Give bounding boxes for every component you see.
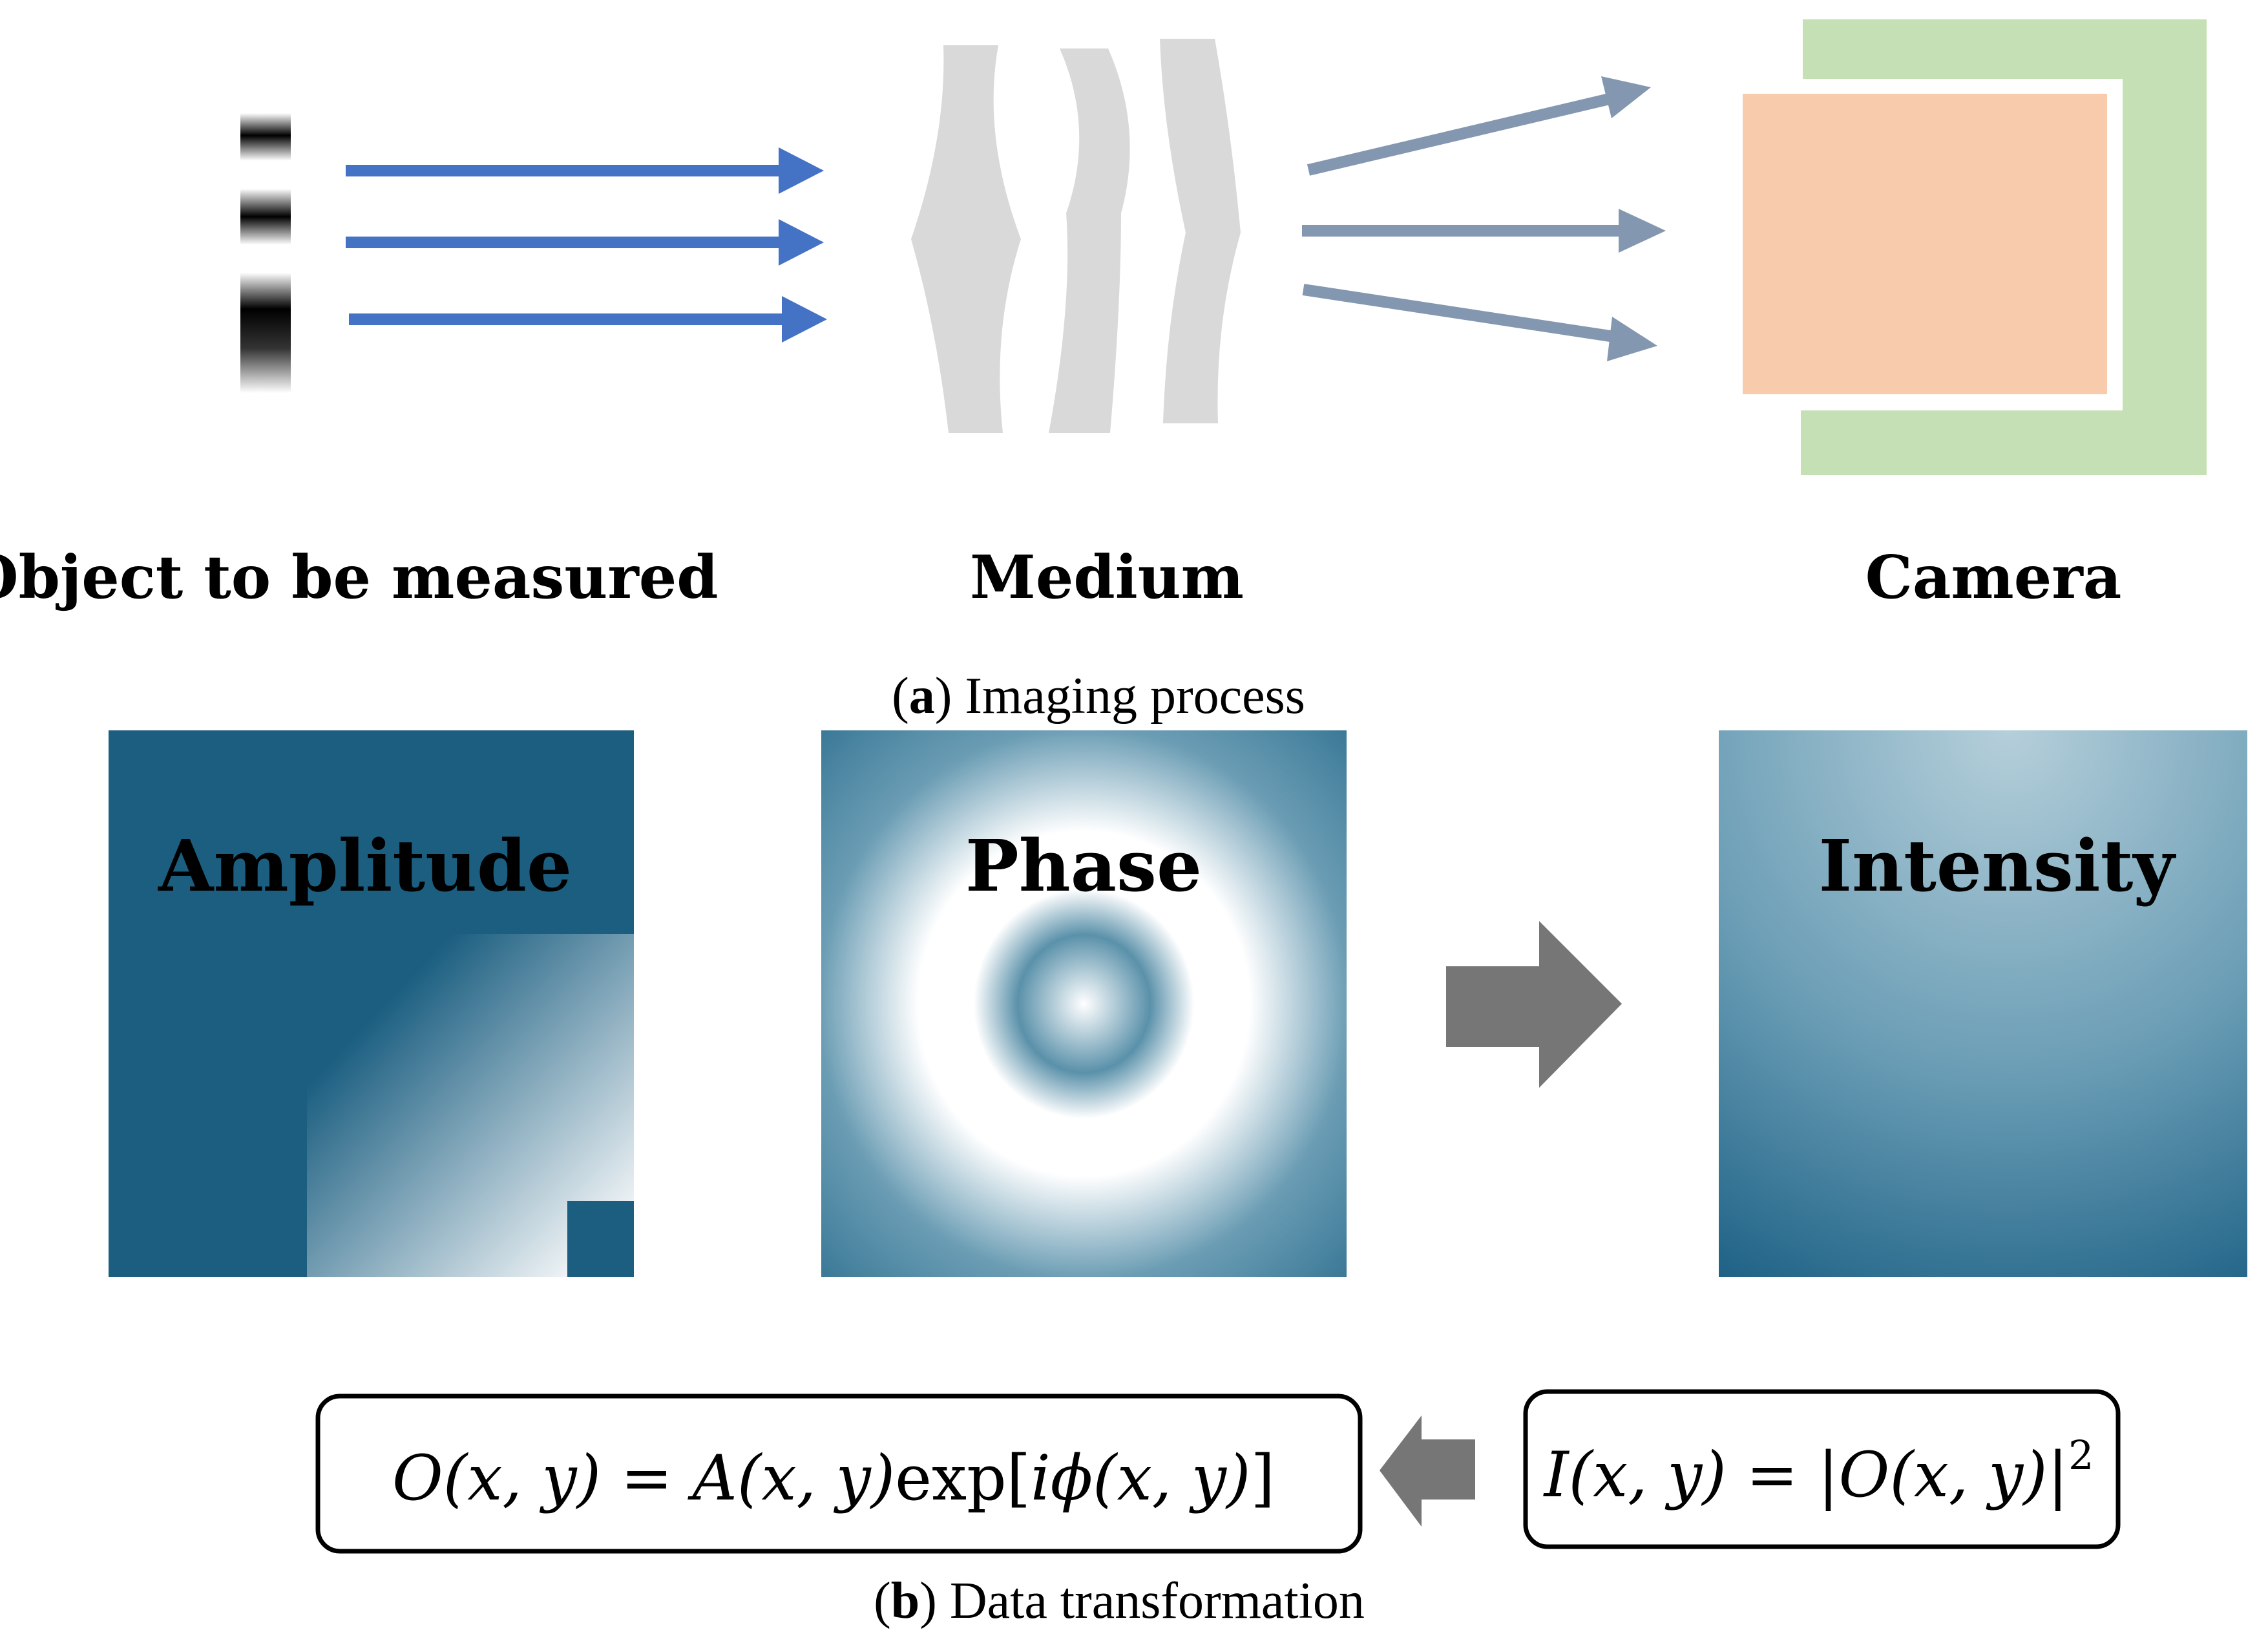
medium-label: Medium: [970, 542, 1244, 612]
scattered-arrow-head-mid: [1619, 209, 1666, 253]
amplitude-map: Amplitude: [109, 730, 634, 1277]
scattered-arrow-head-down: [1607, 317, 1657, 361]
amplitude-label: Amplitude: [158, 824, 572, 907]
camera-body: [1801, 19, 2207, 475]
intensity-label: Intensity: [1819, 824, 2177, 907]
forward-transform-arrow: [1446, 921, 1622, 1088]
caption-b: (b) Data transformation: [874, 1573, 1365, 1629]
caption-a: (a) Imaging process: [892, 668, 1305, 725]
incident-arrow-head-2: [779, 219, 824, 266]
intensity-map: Intensity: [1719, 730, 2247, 1277]
intensity-formula: I(x, y) = |O(x, y)|2: [1523, 1389, 2121, 1549]
incident-light-arrows: [346, 147, 827, 343]
scattered-arrow-head-up: [1601, 76, 1651, 118]
panel-b: Amplitude Phase Intensity O(x, y) = A(x,…: [109, 730, 2247, 1629]
scattered-light-arrows: [1302, 76, 1666, 361]
object-formula-text: O(x, y) = A(x, y)exp[iϕ(x, y)]: [392, 1442, 1275, 1514]
camera-sensor: [1743, 94, 2107, 394]
camera-label: Camera: [1865, 542, 2122, 612]
incident-arrow-shaft-1: [346, 165, 792, 176]
medium-slab-1: [911, 45, 1021, 433]
object-field-formula: O(x, y) = A(x, y)exp[iϕ(x, y)]: [315, 1394, 1363, 1554]
medium-slab-2: [1049, 48, 1130, 433]
medium-slab-3: [1160, 39, 1241, 423]
phase-label: Phase: [965, 824, 1202, 907]
object-grating: [240, 113, 291, 393]
object-label: Object to be measured: [0, 542, 719, 612]
incident-arrow-head-1: [779, 147, 824, 194]
intensity-formula-box: [1523, 1389, 2121, 1549]
phase-background: [821, 730, 1347, 1277]
inverse-transform-arrow: [1380, 1415, 1475, 1527]
panel-a: Object to be measured Medium Camera (a) …: [0, 19, 2207, 725]
scattered-arrow-shaft-down: [1302, 284, 1620, 343]
phase-map: Phase: [821, 730, 1347, 1277]
incident-arrow-shaft-3: [349, 313, 795, 325]
caption-a-letter: a: [909, 668, 935, 725]
caption-a-text: Imaging process: [952, 668, 1305, 725]
scattered-arrow-shaft-up: [1307, 92, 1614, 176]
scattering-medium: [911, 39, 1241, 433]
caption-b-letter: b: [891, 1573, 920, 1629]
incident-arrow-shaft-2: [346, 237, 792, 248]
camera: [1743, 19, 2207, 475]
intensity-background: [1719, 730, 2247, 1277]
incident-arrow-head-3: [782, 296, 827, 343]
amplitude-gradient-region: [307, 934, 634, 1277]
intensity-formula-text: I(x, y) = |O(x, y)|2: [1543, 1432, 2094, 1511]
caption-b-text: Data transformation: [937, 1573, 1365, 1629]
object-formula-box: [315, 1394, 1363, 1554]
